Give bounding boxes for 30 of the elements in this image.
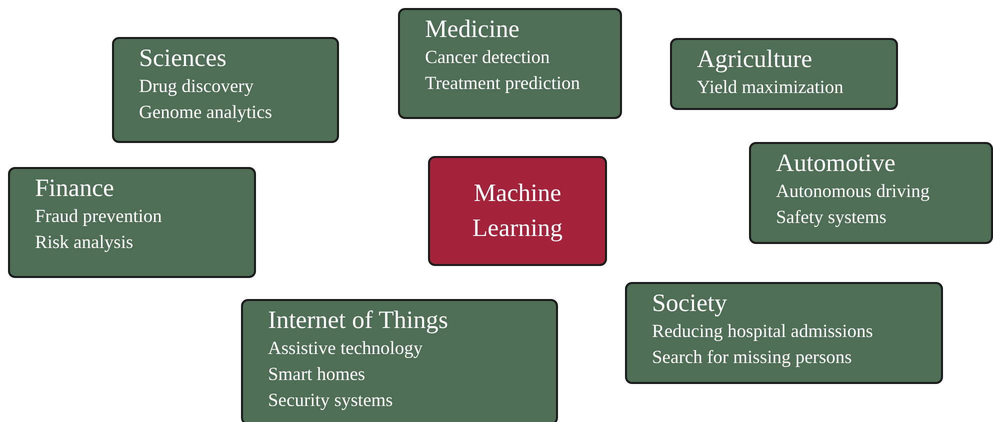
topic-box (670, 38, 898, 110)
list-item: Search for missing persons (652, 347, 852, 370)
box-heading: Sciences (139, 44, 226, 74)
center-topic-box (428, 156, 607, 266)
box-heading: Society (652, 289, 727, 319)
box-heading: Finance (35, 174, 114, 204)
list-item: Yield maximization (697, 77, 844, 100)
list-item: Risk analysis (35, 232, 134, 255)
list-item: Reducing hospital admissions (652, 321, 873, 344)
topic-box (398, 8, 622, 119)
list-item: Cancer detection (425, 47, 550, 70)
list-item: Safety systems (776, 207, 886, 230)
box-heading: Machine Learning (471, 179, 564, 244)
list-item: Fraud prevention (35, 206, 162, 229)
list-item: Smart homes (268, 364, 366, 387)
list-item: Drug discovery (139, 76, 254, 99)
list-item: Assistive technology (268, 338, 423, 361)
list-item: Autonomous driving (776, 181, 930, 204)
list-item: Genome analytics (139, 102, 272, 125)
topic-box (625, 282, 943, 384)
box-heading: Medicine (425, 15, 520, 45)
box-heading: Internet of Things (268, 306, 448, 336)
list-item: Treatment prediction (425, 73, 580, 96)
topic-box (241, 299, 558, 422)
topic-box (8, 167, 256, 278)
list-item: Security systems (268, 390, 393, 413)
box-heading: Agriculture (697, 45, 812, 75)
topic-box (749, 142, 993, 244)
topic-box (112, 37, 339, 143)
box-heading: Automotive (776, 149, 896, 179)
